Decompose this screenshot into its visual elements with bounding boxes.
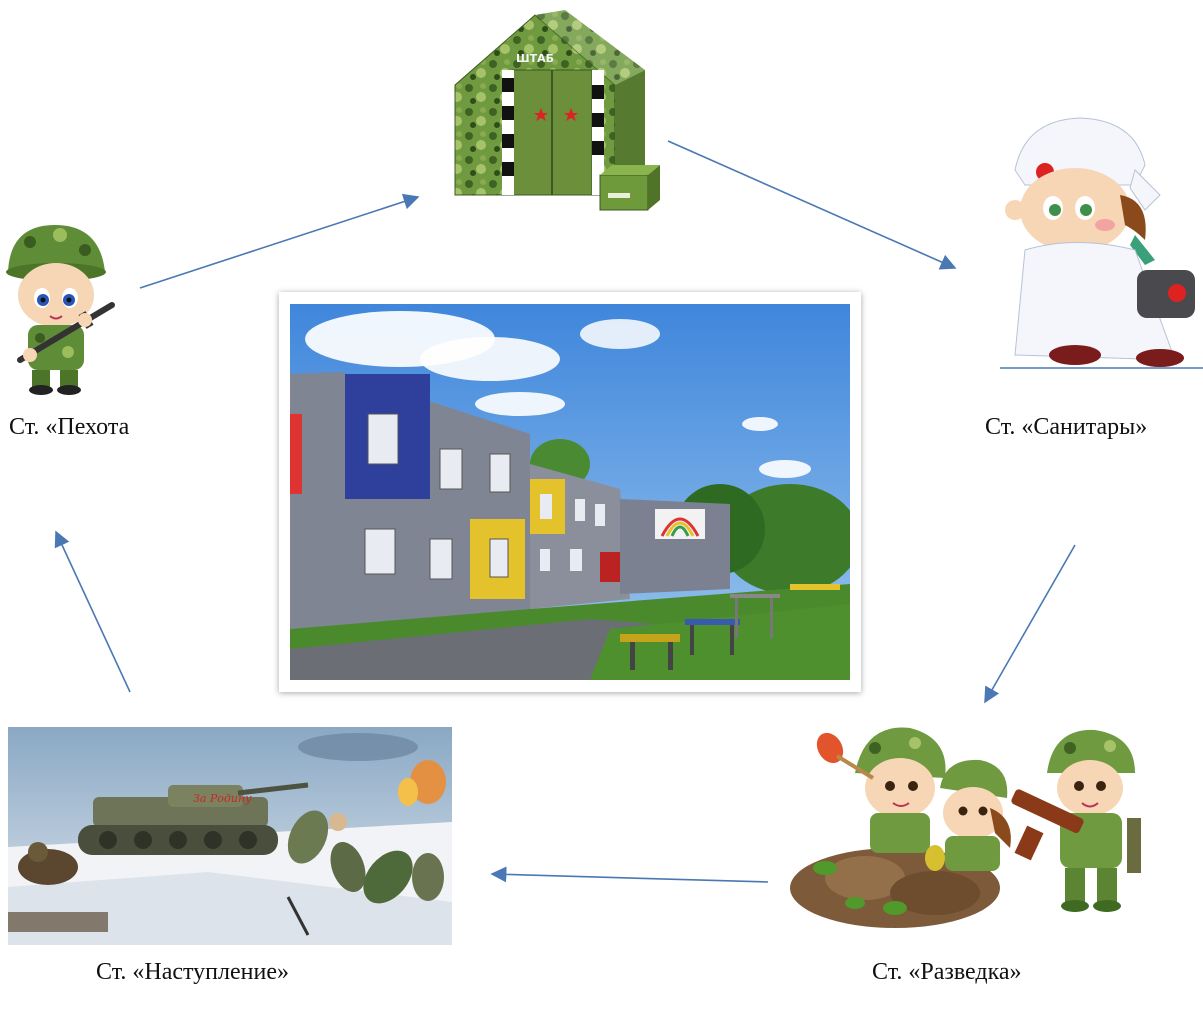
station-label-infantry: Ст. «Пехота <box>9 414 130 440</box>
offensive-battle-painting: За Родину <box>8 727 452 945</box>
arrow-recon-to-offensive <box>490 866 769 883</box>
medic-nurse-image <box>1000 117 1203 369</box>
arrow-hq-to-medics <box>667 140 957 270</box>
recon-kids-image <box>790 727 1141 928</box>
kindergarten-photo <box>290 304 850 680</box>
station-label-recon: Ст. «Разведка» <box>872 959 1022 985</box>
infantry-soldier-image <box>6 225 115 395</box>
kindergarten-photo-frame <box>279 292 861 692</box>
station-label-medics: Ст. «Санитары» <box>985 414 1148 440</box>
station-label-offensive: Ст. «Наступление» <box>96 959 289 985</box>
arrow-offensive-to-infantry <box>54 530 131 693</box>
tank-slogan: За Родину <box>193 792 252 805</box>
hq-tent-image: ШТАБ <box>454 10 660 211</box>
hq-sign-text: ШТАБ <box>516 52 554 65</box>
arrow-medics-to-recon <box>984 544 1076 704</box>
arrow-infantry-to-hq <box>139 193 420 289</box>
